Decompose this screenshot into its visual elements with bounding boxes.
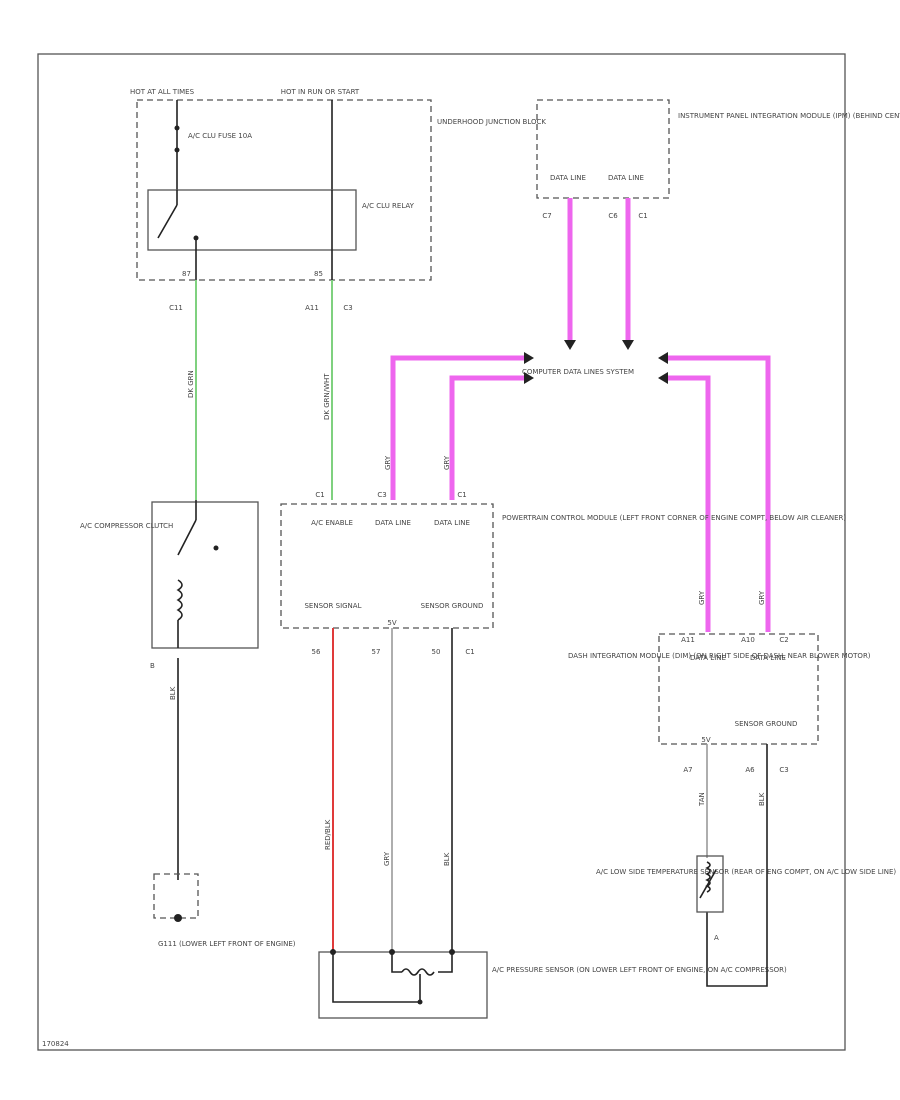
clutch-pin-b: B [150, 662, 155, 670]
pressure-resistor [401, 968, 435, 976]
clutch-ground-wire-color: BLK [169, 686, 177, 700]
pcm-pin-57: 57 [372, 648, 381, 656]
dim-5v: 5V [701, 736, 710, 744]
pcm-pin-50: 50 [432, 648, 441, 656]
pcm-pin-top-1: C1 [315, 491, 324, 499]
pcm-pin-top-2: C3 [377, 491, 386, 499]
clutch-switch [177, 519, 197, 556]
pcm-5v: 5V [387, 619, 396, 627]
dim-pin-a7: A7 [683, 766, 692, 774]
pcm-label: POWERTRAIN CONTROL MODULE (LEFT FRONT CO… [502, 514, 846, 522]
pcm-pin-top-3: C1 [457, 491, 466, 499]
clutch-coil [176, 579, 183, 621]
underhood-junction-block [136, 99, 432, 281]
pressure-internal-b [391, 952, 402, 973]
conn-c3: C3 [343, 304, 352, 312]
pcm-data-line-2: DATA LINE [434, 519, 470, 527]
low-side-sensor-label: A/C LOW SIDE TEMPERATURE SENSOR (REAR OF… [596, 868, 896, 876]
low-side-thermistor [705, 861, 711, 893]
fuse-terminal-bottom [174, 147, 180, 153]
ipm-data-line-left: DATA LINE [550, 174, 586, 182]
pcm-pin-56: 56 [312, 648, 321, 656]
dim-pin-a10: A10 [741, 636, 755, 644]
pcm-data-bus-1 [390, 355, 524, 500]
dim-conn-c3: C3 [779, 766, 788, 774]
pcm-bus-arrow-2 [524, 372, 534, 384]
ground-icon [174, 914, 182, 922]
ipm-conn-c6: C6 [608, 212, 618, 220]
ipm-bus-arrow-left [564, 340, 576, 350]
dim-pin-a11: A11 [681, 636, 695, 644]
computer-data-lines-label: COMPUTER DATA LINES SYSTEM [522, 368, 634, 376]
dim-data-line-left: DATA LINE [690, 654, 726, 662]
pressure-sensor-label: A/C PRESSURE SENSOR (ON LOWER LEFT FRONT… [492, 966, 787, 974]
dim-label: DASH INTEGRATION MODULE (DIM) (ON RIGHT … [568, 652, 871, 660]
pcm-sensor-signal: SENSOR SIGNAL [304, 602, 361, 610]
ipm-label: INSTRUMENT PANEL INTEGRATION MODULE (IPM… [678, 112, 900, 120]
dim-module [658, 633, 819, 745]
pressure-internal-a [332, 952, 420, 1003]
ground-g111-box [153, 873, 199, 919]
pressure-junction [417, 999, 423, 1005]
dim-data-line-right: DATA LINE [750, 654, 786, 662]
low-side-temp-sensor [696, 855, 724, 913]
pcm-enable-wire-color: DK GRN/WHT [323, 373, 331, 420]
pcm-ac-enable: A/C ENABLE [311, 519, 353, 527]
pcm-bus-arrow-1 [524, 352, 534, 364]
fuse-terminal-top [174, 125, 180, 131]
pcm-pin-c1: C1 [465, 648, 474, 656]
conn-a11: A11 [305, 304, 319, 312]
ipm-module [536, 99, 670, 199]
dim-data-bus-1 [668, 355, 771, 632]
pcm-module [280, 503, 494, 629]
underhood-block-label: UNDERHOOD JUNCTION BLOCK [437, 118, 546, 126]
dim-pin-a6: A6 [745, 766, 755, 774]
dim-data-wire-2: GRY [758, 590, 766, 605]
dim-bus-arrow-1 [658, 352, 668, 364]
clutch-terminal [213, 545, 219, 551]
conn-c11: C11 [169, 304, 183, 312]
clutch-wire-color: DK GRN [187, 370, 195, 398]
relay-switch-contact [157, 204, 178, 239]
dim-blk-label: BLK [758, 792, 766, 806]
thermistor-arrow [699, 869, 717, 899]
fuse-label: A/C CLU FUSE 10A [188, 132, 252, 140]
pcm-signal-wire-color: RED/BLK [324, 819, 332, 850]
ac-compressor-clutch [151, 501, 259, 649]
pcm-data-wire-2: GRY [443, 455, 451, 470]
pressure-internal-c [438, 952, 453, 973]
relay-pin-85: 85 [314, 270, 323, 278]
ac-pressure-sensor [318, 951, 488, 1019]
ac-clutch-relay [147, 189, 357, 251]
ipm-data-line-right: DATA LINE [608, 174, 644, 182]
pcm-data-wire-1: GRY [384, 455, 392, 470]
pcm-data-bus-2 [449, 375, 524, 500]
dim-data-wire-1: GRY [698, 590, 706, 605]
ipm-bus-arrow-right [622, 340, 634, 350]
pcm-5v-wire-color: GRY [383, 851, 391, 866]
pcm-sensor-ground: SENSOR GROUND [421, 602, 484, 610]
ipm-conn-c1: C1 [638, 212, 647, 220]
compressor-clutch-label: A/C COMPRESSOR CLUTCH [80, 522, 173, 530]
dim-conn-c2: C2 [779, 636, 788, 644]
pcm-data-line-1: DATA LINE [375, 519, 411, 527]
low-side-pin-a: A [714, 934, 719, 942]
dim-tan-label: TAN [698, 792, 706, 807]
hot-in-run-label: HOT IN RUN OR START [281, 88, 360, 96]
dim-ground-wire [706, 744, 768, 987]
dim-data-bus-2 [668, 375, 711, 632]
dim-bus-arrow-2 [658, 372, 668, 384]
hot-at-all-times-label: HOT AT ALL TIMES [130, 88, 195, 96]
footer-code: 170824 [42, 1040, 69, 1048]
dim-sensor-ground: SENSOR GROUND [735, 720, 798, 728]
pcm-ground-wire-color: BLK [443, 852, 451, 866]
relay-label: A/C CLU RELAY [362, 202, 415, 210]
relay-pin-87: 87 [182, 270, 191, 278]
diagram-frame [37, 53, 846, 1051]
ground-label: G111 (LOWER LEFT FRONT OF ENGINE) [158, 940, 296, 948]
ipm-conn-c7: C7 [542, 212, 551, 220]
